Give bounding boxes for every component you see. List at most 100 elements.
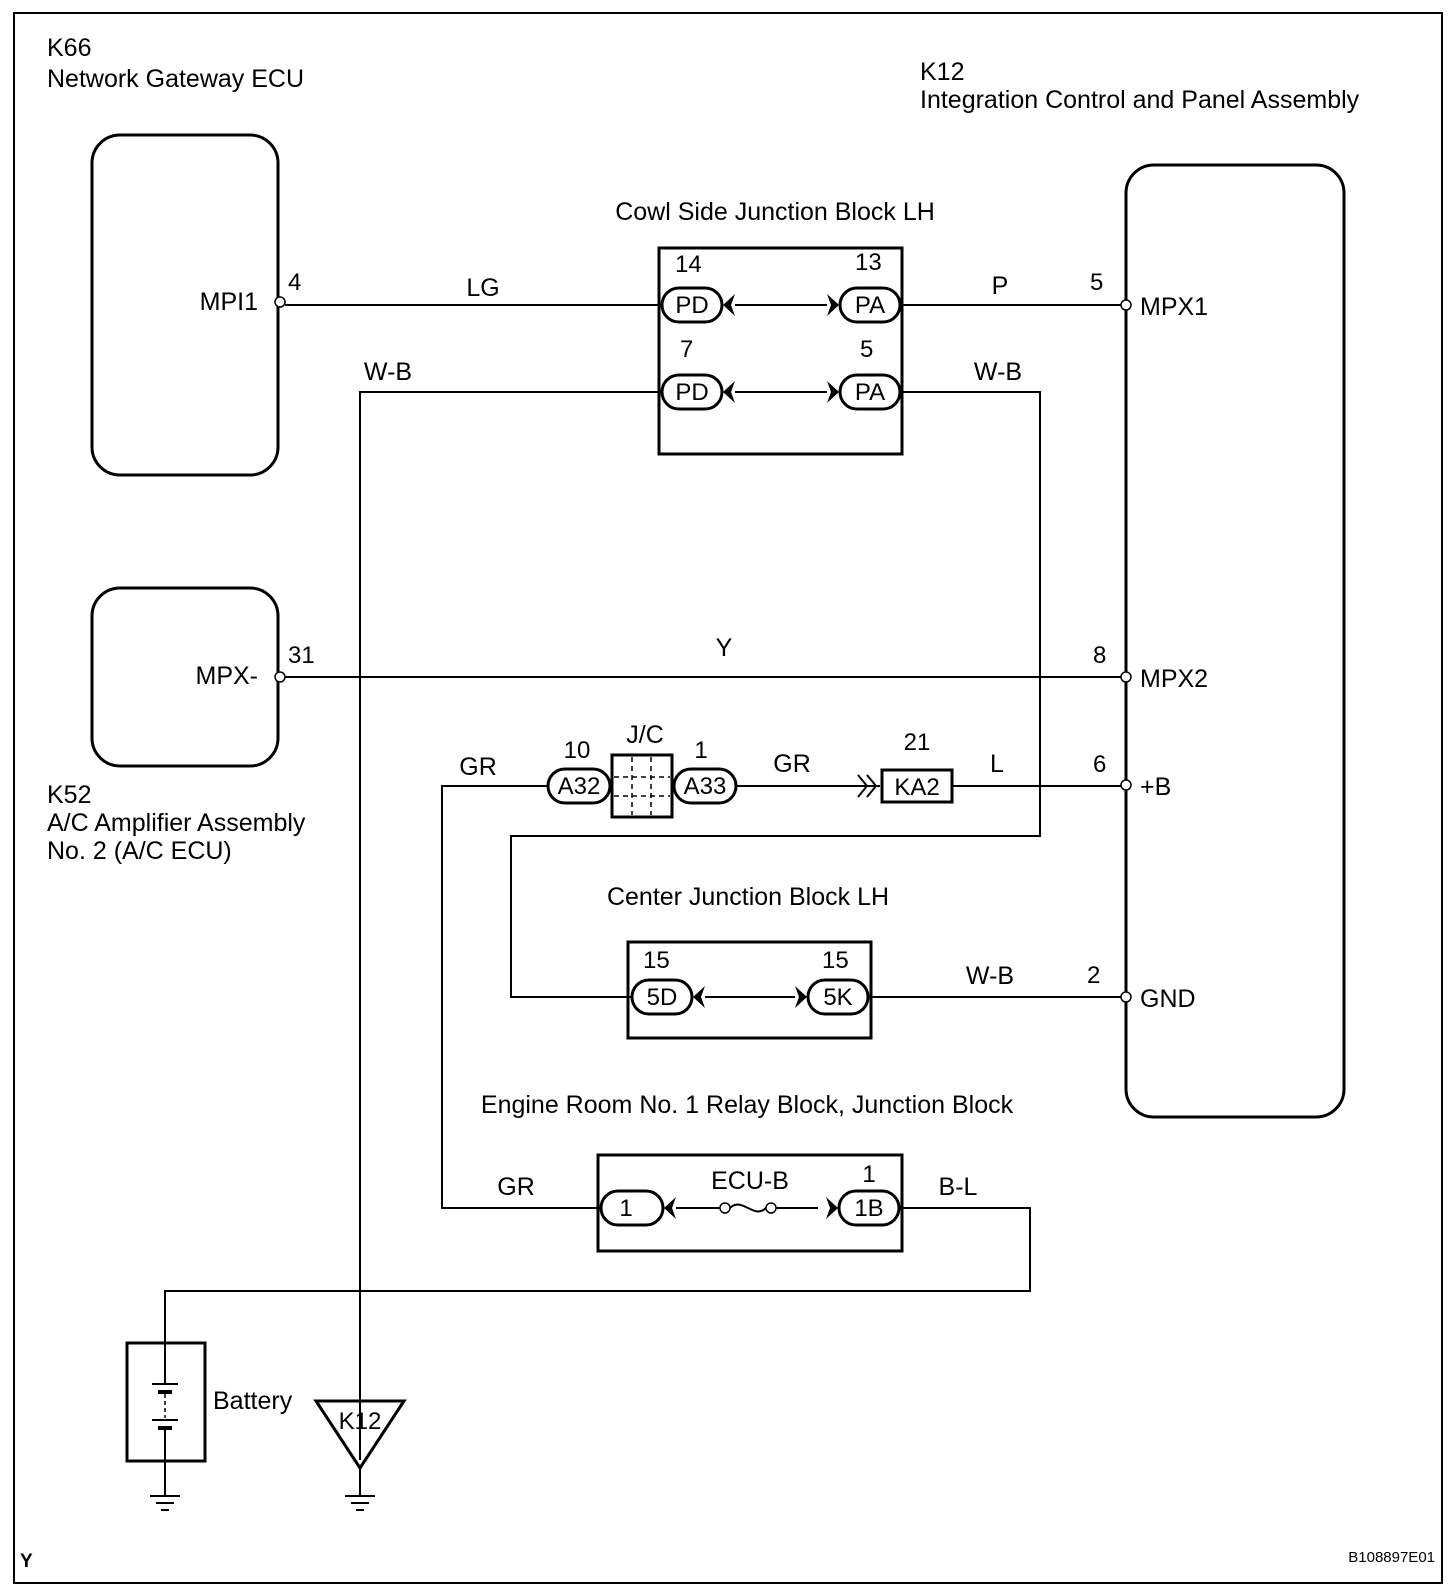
k12-body [1124,163,1346,1119]
k12-code: K12 [920,58,964,86]
k12-gnd-label: GND [1140,985,1196,1013]
cowl-jb-arrow-right-1 [827,294,839,316]
junction-connector-jc: J/C 10 1 A32 A33 [546,721,738,819]
fuse-terminal-right [765,1202,777,1214]
engine-jb-title: Engine Room No. 1 Relay Block, Junction … [481,1091,1014,1119]
diagram-border [13,12,1443,1584]
wire-bl [164,1207,1031,1343]
engine-jb-left-label: 1 [619,1195,632,1222]
center-jb-box [626,940,873,1040]
cowl-jb-title: Cowl Side Junction Block LH [615,198,935,226]
center-jb-5d-label: 5D [647,984,678,1011]
wire-l-label: L [990,750,1004,778]
wire-wb-left [359,391,662,1460]
wire-gr-bottom-label: GR [497,1173,535,1201]
cowl-jb-pa-pin-13: 13 [855,249,882,276]
k66-network-gateway-ecu: K66 Network Gateway ECU MPI1 4 [47,34,304,477]
k12-mpx2-point [1120,671,1132,683]
cowl-jb-pd-pin-7: 7 [680,336,693,363]
k66-name: Network Gateway ECU [47,65,304,93]
wire-p-label: P [992,272,1009,300]
k66-code: K66 [47,34,91,62]
wire-gr-left-label: GR [459,753,497,781]
k12-gnd-pin: 2 [1087,962,1100,989]
k12-gnd-point [1120,991,1132,1003]
cowl-jb-pd-label-2: PD [675,379,708,406]
k66-terminal-point [274,296,286,308]
wire-bl-label: B-L [939,1173,978,1201]
k12-mpx1-pin: 5 [1090,269,1103,296]
cowl-jb-pa-label-1: PA [855,292,885,319]
ka2-open-arrow-1 [857,774,869,798]
jc-a32-label: A32 [558,773,601,800]
wire-wb-left-label: W-B [364,358,412,386]
k12-b-point [1120,779,1132,791]
k12-mpx1-point [1120,299,1132,311]
cowl-jb-pd-pin-14: 14 [675,251,702,278]
center-jb-5k-pin: 15 [822,947,849,974]
k52-terminal-point [274,671,286,683]
k52-name-line1: A/C Amplifier Assembly [47,809,306,837]
jc-a33-label: A33 [684,773,727,800]
wire-wb-right [510,391,1041,998]
cowl-jb-box [657,246,904,456]
ground-point-label: K12 [339,1408,382,1435]
k52-terminal: MPX- [196,662,259,690]
cowl-jb-arrow-right-2 [827,381,839,403]
wire-gr-left [441,785,598,1209]
cowl-side-junction-block: Cowl Side Junction Block LH 14 13 PD PA … [615,198,935,456]
battery-label: Battery [213,1387,293,1415]
cowl-jb-pa-label-2: PA [855,379,885,406]
wire-gr-mid-label: GR [773,750,811,778]
center-jb-arrow-right [795,986,807,1008]
ka2-pin: 21 [904,729,931,756]
center-jb-5d-pin: 15 [643,947,670,974]
wire-wb-right-label: W-B [974,358,1022,386]
k52-ac-amplifier: MPX- 31 K52 A/C Amplifier Assembly No. 2… [47,586,315,865]
fuse-icon [729,1203,767,1213]
k12-mpx1-label: MPX1 [1140,293,1208,321]
engine-jb-left-connector [599,1189,665,1227]
center-jb-5d-connector [630,978,694,1016]
k52-code: K52 [47,781,91,809]
wire-lg-label: LG [466,274,499,302]
wire-y-label: Y [716,634,733,662]
fuse-terminal-left [719,1202,731,1214]
jc-body [610,753,674,819]
k12-mpx2-pin: 8 [1093,642,1106,669]
k66-terminal: MPI1 [200,288,258,316]
k12-mpx2-label: MPX2 [1140,665,1208,693]
ground-point-k12: K12 [313,1399,407,1511]
jc-a33-pin: 1 [694,737,707,764]
jc-label: J/C [626,721,664,749]
ka2-open-arrow-2 [866,774,878,798]
center-junction-block: Center Junction Block LH 15 15 5D 5K [607,883,889,1040]
center-jb-arrow-left [693,986,705,1008]
k12-integration-control: K12 Integration Control and Panel Assemb… [920,58,1360,1119]
k52-name-line2: No. 2 (A/C ECU) [47,837,232,865]
center-jb-5k-label: 5K [823,984,852,1011]
battery: Battery [125,1341,293,1511]
fuse-label: ECU-B [711,1167,789,1195]
wire-wb-gnd-label: W-B [966,962,1014,990]
k52-pin: 31 [288,642,315,669]
engine-jb-box [596,1153,904,1253]
engine-jb-1b-pin: 1 [862,1161,875,1188]
ground-triangle-icon [313,1399,407,1471]
k12-name: Integration Control and Panel Assembly [920,86,1360,114]
jc-a32-pin: 10 [564,737,591,764]
engine-room-relay-block: Engine Room No. 1 Relay Block, Junction … [481,1091,1014,1253]
k12-b-label: +B [1140,773,1171,801]
engine-jb-arrow-left [664,1197,676,1219]
ka2-label: KA2 [894,774,939,801]
cowl-jb-arrow-left-2 [723,381,735,403]
center-jb-title: Center Junction Block LH [607,883,889,911]
engine-jb-1b-label: 1B [854,1195,883,1222]
ka2-connector: 21 KA2 [857,729,954,804]
k12-b-pin: 6 [1093,751,1106,778]
cowl-jb-pa-pin-5: 5 [860,336,873,363]
figure-id: B108897E01 [1348,1549,1435,1566]
engine-jb-arrow-right [826,1197,838,1219]
engine-jb-1b-connector [837,1189,901,1227]
